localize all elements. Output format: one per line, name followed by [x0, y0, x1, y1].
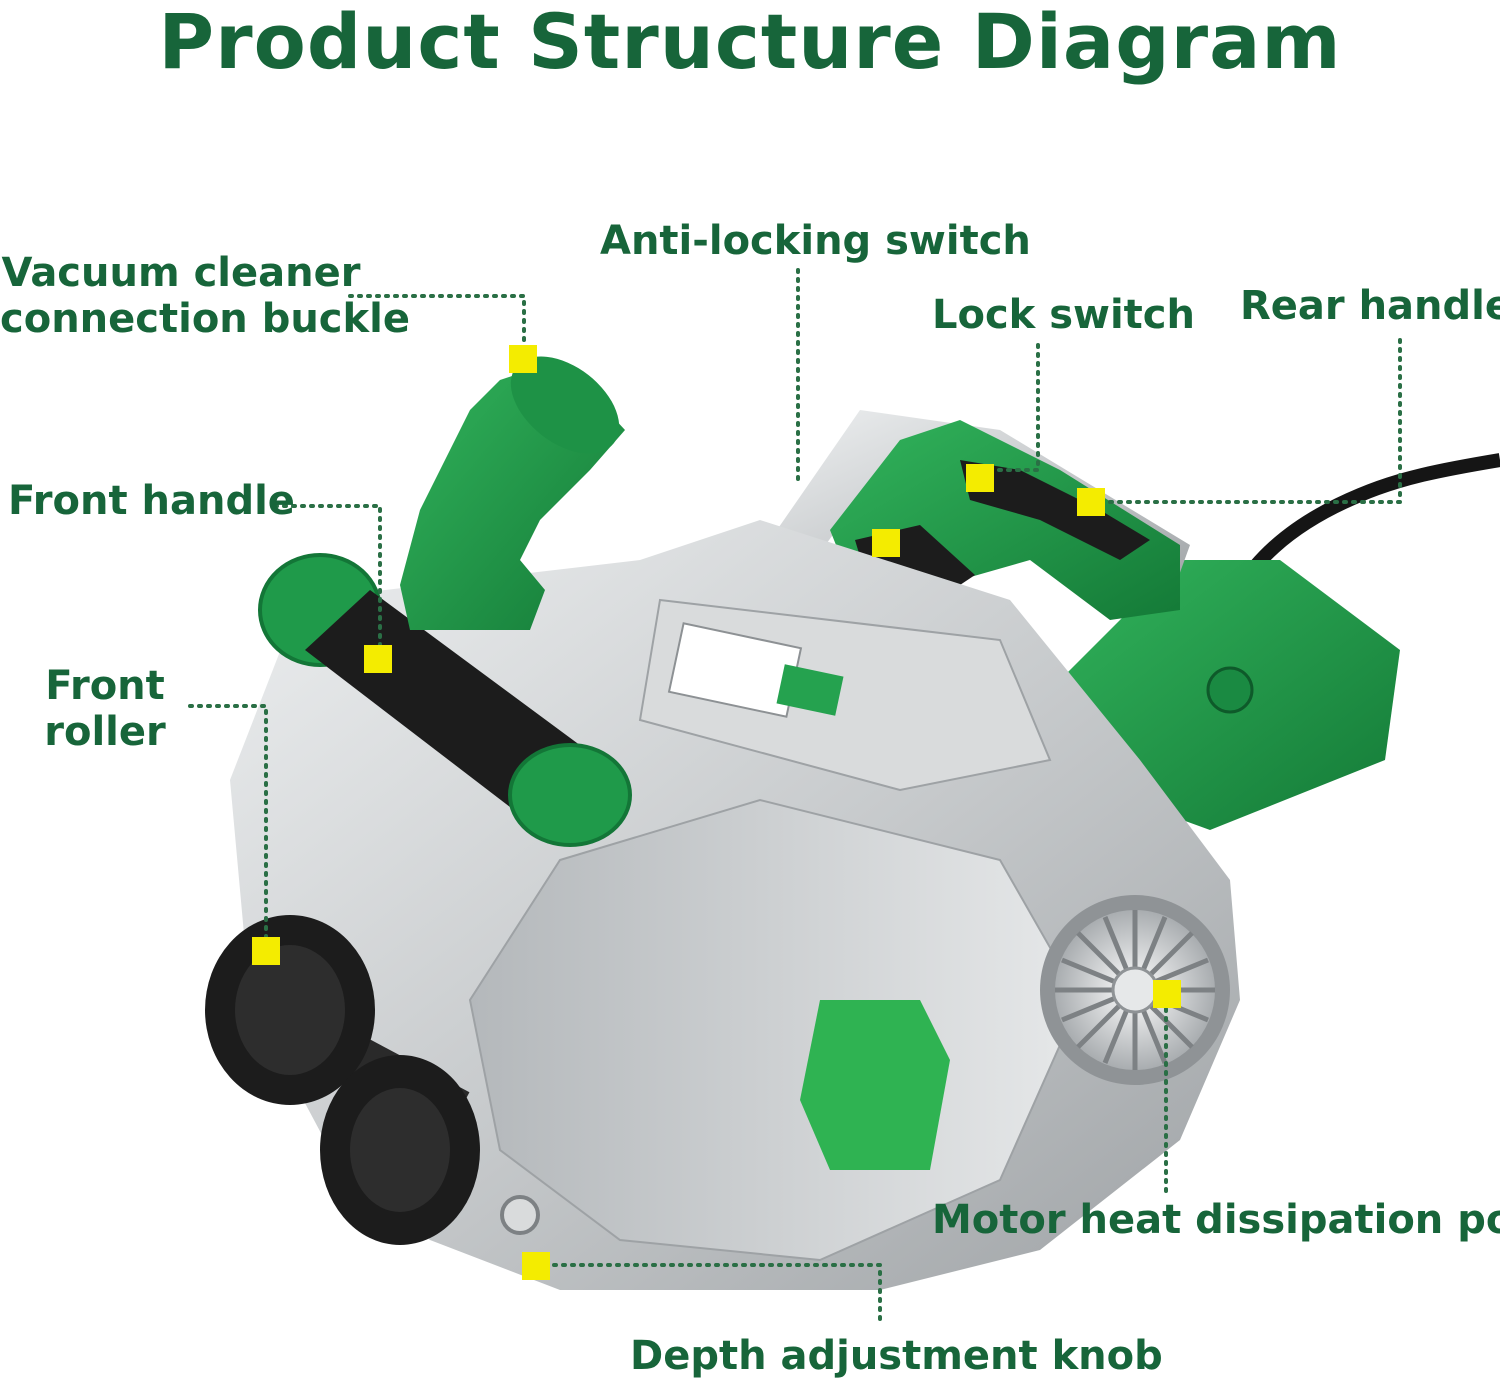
label-front-roller: Front roller	[40, 663, 170, 755]
label-anti-locking-switch: Anti-locking switch	[600, 218, 1031, 264]
marker-anti-locking	[966, 464, 994, 492]
label-depth-adjustment-knob: Depth adjustment knob	[630, 1333, 1163, 1379]
brand-badge	[800, 1000, 950, 1170]
label-front-roller-line1: Front	[45, 663, 165, 709]
label-motor-heat-port: Motor heat dissipation port	[932, 1197, 1500, 1243]
front-rollers	[205, 915, 480, 1245]
page-title: Product Structure Diagram	[158, 0, 1342, 86]
label-vacuum-line2: connection buckle	[0, 296, 410, 342]
marker-depth-knob	[522, 1252, 550, 1280]
marker-lock-switch	[872, 529, 900, 557]
marker-front-handle	[364, 645, 392, 673]
label-front-handle: Front handle	[8, 478, 295, 524]
label-front-roller-line2: roller	[44, 709, 166, 755]
depth-knob	[500, 1195, 540, 1235]
leader-lines	[188, 268, 1402, 1322]
marker-vacuum	[509, 345, 537, 373]
marker-front-roller	[252, 937, 280, 965]
label-vacuum-connection: Vacuum cleaner connection buckle	[0, 250, 410, 342]
marker-rear-handle	[1077, 488, 1105, 516]
label-lock-switch: Lock switch	[932, 292, 1195, 338]
marker-motor-heat	[1153, 980, 1181, 1008]
label-vacuum-line1: Vacuum cleaner	[1, 250, 361, 296]
label-rear-handle: Rear handle	[1240, 283, 1500, 329]
